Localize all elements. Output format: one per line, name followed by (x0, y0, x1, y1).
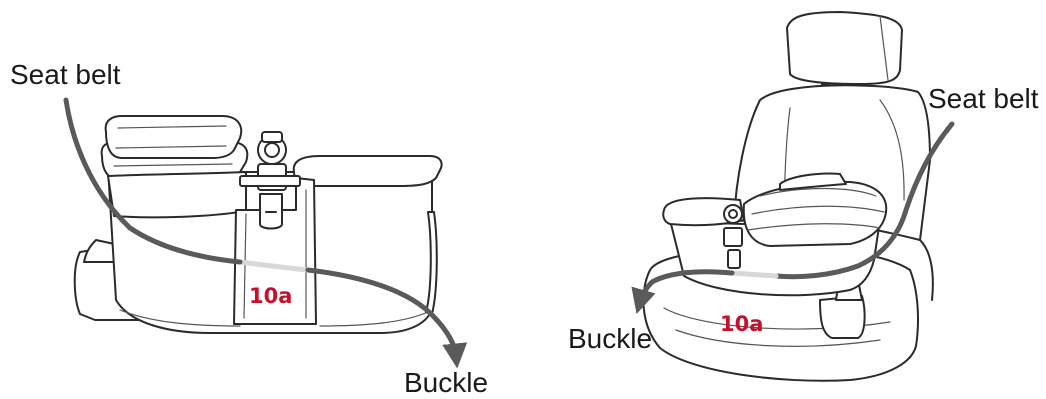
step-tag: 10a (249, 284, 292, 308)
buckle-label: Buckle (404, 367, 488, 398)
left-panel: Seat belt Buckle 10a (10, 59, 488, 398)
seat-belt-hidden-segment (729, 270, 779, 279)
seat-belt-path-continued (631, 269, 735, 315)
seat-belt-path (63, 97, 243, 265)
seat-belt-label: Seat belt (928, 83, 1039, 114)
seat-belt-path-continued (305, 267, 468, 369)
vehicle-seat-illustration (642, 11, 934, 382)
seat-belt-path (773, 121, 955, 280)
step-tag: 10a (720, 312, 763, 336)
seat-belt-hidden-segment (237, 259, 311, 273)
seat-belt-label: Seat belt (10, 59, 121, 90)
right-panel: Seat belt Buckle 10a (568, 11, 1039, 382)
buckle-label: Buckle (568, 323, 652, 354)
carrier-side-illustration (73, 115, 443, 334)
